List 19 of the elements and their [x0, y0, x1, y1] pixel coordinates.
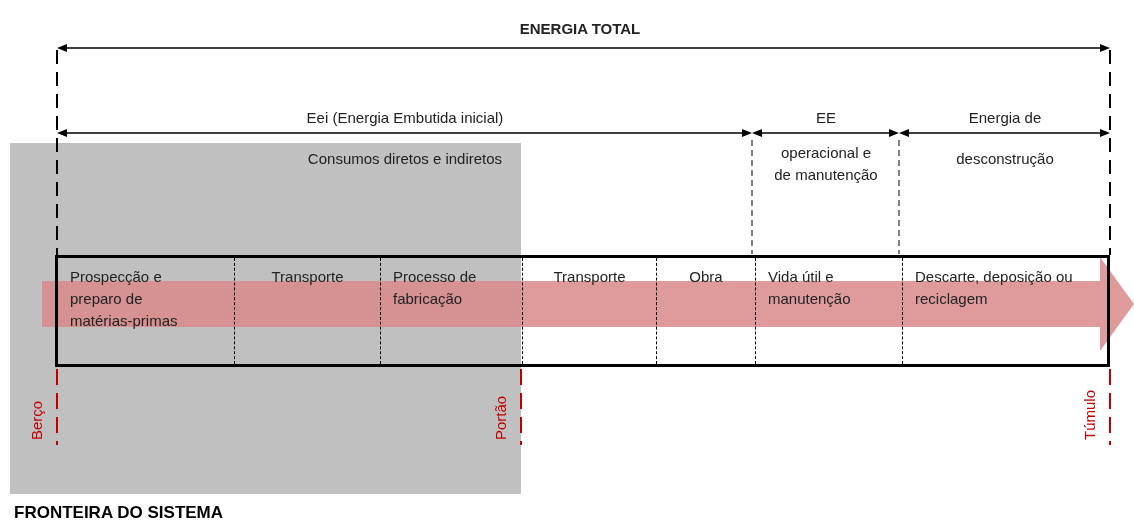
- stage-cell: Transporte: [522, 258, 656, 364]
- dimension-label: desconstrução: [955, 149, 1055, 169]
- stage-cell: Vida útil e manutenção: [755, 258, 902, 364]
- dimension-label: Eei (Energia Embutida inicial): [305, 108, 505, 128]
- milestone-label: Túmulo: [1082, 389, 1098, 440]
- stage-cell: Prospecção e preparo de matérias-primas: [58, 258, 234, 364]
- dimension-label: Consumos diretos e indiretos: [306, 149, 504, 169]
- stage-cell: Obra: [656, 258, 755, 364]
- dimension-label: Energia de: [967, 108, 1043, 128]
- dimension-label: EE: [815, 108, 837, 128]
- stage-cell: Descarte, deposição ou reciclagem: [902, 258, 1107, 364]
- life-cycle-box: [55, 255, 1110, 367]
- stage-cell: Processo de fabricação: [380, 258, 522, 364]
- stage-cell: Transporte: [234, 258, 380, 364]
- dimension-label: operacional e de manutenção: [773, 143, 879, 185]
- boundary-label: FRONTEIRA DO SISTEMA: [14, 502, 224, 522]
- milestone-label: Berço: [29, 400, 45, 440]
- milestone-label: Portão: [493, 395, 509, 440]
- total-energy-label: ENERGIA TOTAL: [518, 19, 642, 39]
